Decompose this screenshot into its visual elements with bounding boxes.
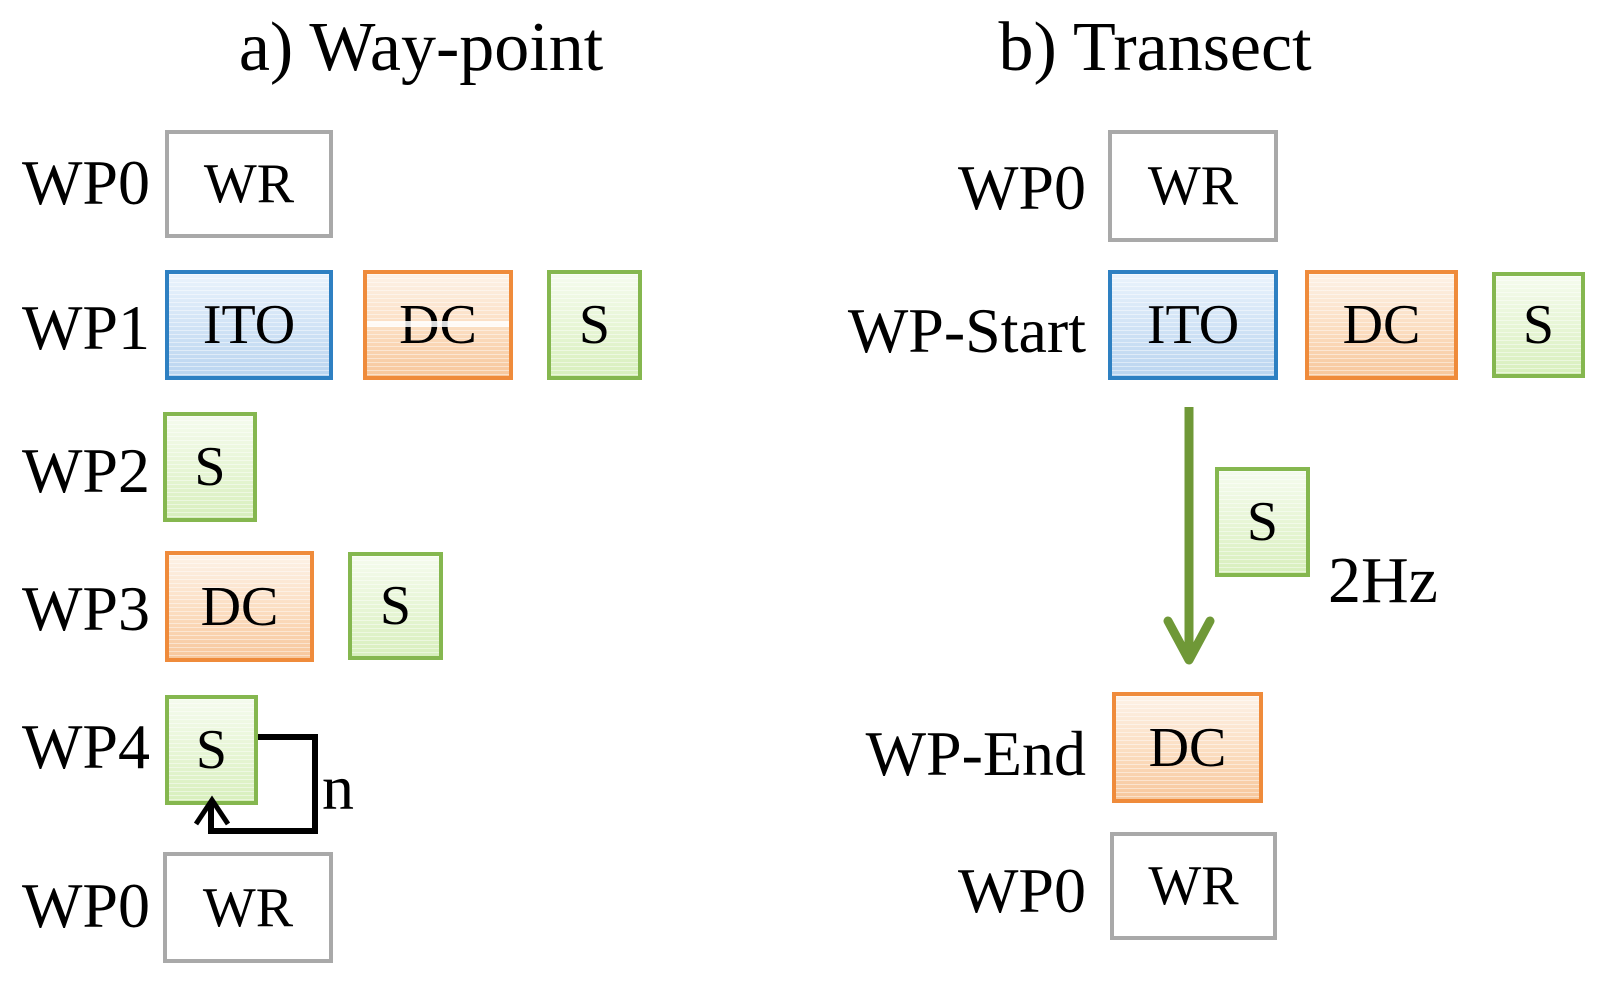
panel-a-wp0-end-wr-box: WR	[163, 852, 333, 963]
panel-a-row-label-wp2: WP2	[22, 435, 150, 506]
dc-box-label: DC	[200, 575, 279, 638]
panel-a-wp2-s-box: S	[163, 412, 257, 522]
panel-b-title: b) Transect	[998, 9, 1312, 86]
transect-arrowhead-icon	[1163, 616, 1215, 665]
ito-box-label: ITO	[1146, 294, 1240, 356]
wr-box-label: WR	[202, 876, 294, 939]
loop-repeat-count-label: n	[322, 752, 354, 823]
s-box-label: S	[1246, 491, 1279, 553]
dc-box-label: DC	[1342, 294, 1421, 356]
wr-box-label: WR	[203, 153, 295, 215]
panel-b-row-label-wp-end: WP-End	[865, 718, 1086, 789]
panel-b-sampling-s-box: S	[1215, 467, 1310, 577]
dc-box-label: DC	[399, 294, 477, 356]
panel-a-wp4-s-box: S	[165, 695, 258, 805]
panel-a-row-label-wp3: WP3	[22, 573, 150, 644]
panel-a-wp1-dc-box: DC	[363, 270, 513, 380]
panel-a-row-label-wp4: WP4	[22, 711, 150, 782]
s-box-label: S	[1522, 294, 1555, 356]
s-box-label: S	[578, 294, 611, 356]
transect-down-arrow	[1163, 407, 1215, 665]
panel-a-wp3-s-box: S	[348, 552, 443, 660]
sampling-rate-label: 2Hz	[1328, 544, 1438, 617]
panel-a-title: a) Way-point	[238, 9, 604, 86]
wr-box-label: WR	[1147, 155, 1239, 217]
panel-a-wp3-dc-box: DC	[165, 551, 314, 662]
panel-b-wp0-end-wr-box: WR	[1110, 832, 1277, 940]
s-box-label: S	[195, 719, 228, 781]
panel-b-row-label-wp0: WP0	[958, 152, 1086, 223]
panel-b-start-dc-box: DC	[1305, 270, 1458, 380]
panel-a-wp1-s-box: S	[547, 270, 642, 380]
ito-box-label: ITO	[202, 294, 296, 356]
dc-box-label: DC	[1148, 716, 1227, 779]
wr-box-label: WR	[1148, 855, 1239, 917]
s-box-label: S	[379, 575, 412, 637]
panel-b-row-label-wp-start: WP-Start	[847, 295, 1086, 366]
panel-a-row-label-wp0: WP0	[22, 147, 150, 218]
panel-b-start-ito-box: ITO	[1108, 270, 1278, 380]
panel-a-wp0-wr-box: WR	[165, 130, 333, 238]
panel-a-row-label-wp1: WP1	[22, 292, 150, 363]
panel-b-start-s-box: S	[1492, 272, 1585, 378]
panel-a-wp1-ito-box: ITO	[165, 270, 333, 380]
panel-b-end-dc-box: DC	[1112, 692, 1263, 803]
panel-b-row-label-wp0-end: WP0	[958, 855, 1086, 926]
panel-b-wp0-wr-box: WR	[1108, 130, 1278, 242]
panel-a-row-label-wp0-end: WP0	[22, 870, 150, 941]
s-box-label: S	[194, 436, 226, 498]
